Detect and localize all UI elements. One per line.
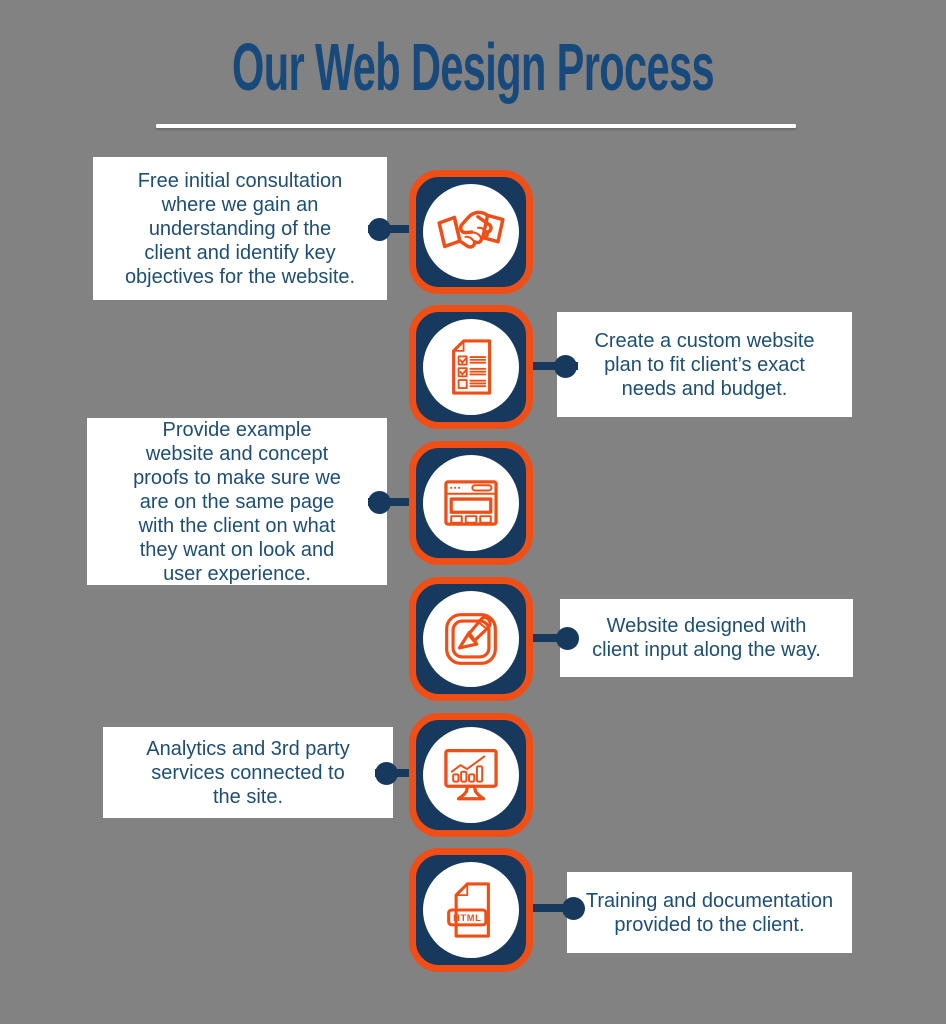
connector-dot <box>375 762 398 785</box>
step-description-box: Free initial consultation where we gain … <box>93 157 387 300</box>
step-description-box: Analytics and 3rd party services connect… <box>103 727 393 818</box>
icon-circle <box>423 319 519 415</box>
connector-line <box>368 225 426 233</box>
step-icon-tile: HTML <box>409 848 533 972</box>
step-description-box: Create a custom website plan to fit clie… <box>557 312 852 417</box>
connector-dot <box>562 897 585 920</box>
connector-line <box>375 769 426 777</box>
icon-circle: HTML <box>423 862 519 958</box>
connector-dot <box>556 627 579 650</box>
handshake-icon <box>437 210 505 249</box>
connector-dot <box>368 491 391 514</box>
connector-dot <box>368 218 391 241</box>
browser-window-icon <box>444 480 498 526</box>
step-description-box: Training and documentation provided to t… <box>567 872 852 953</box>
step-description-box: Provide example website and concept proo… <box>87 418 387 585</box>
step-icon-tile <box>409 577 533 701</box>
title-divider <box>156 124 796 128</box>
connector-line <box>368 498 426 506</box>
connector-line <box>520 634 578 642</box>
step-icon-tile <box>409 441 533 565</box>
step-icon-tile <box>409 713 533 837</box>
page-title: Our Web Design Process <box>232 30 715 105</box>
icon-circle <box>423 591 519 687</box>
connector-line <box>520 362 578 370</box>
step-icon-tile <box>409 170 533 294</box>
html-file-label: HTML <box>453 913 481 923</box>
icon-circle <box>423 727 519 823</box>
connector-line <box>520 904 580 912</box>
connector-dot <box>554 355 577 378</box>
design-pencil-icon <box>445 613 497 665</box>
step-description-box: Website designed with client input along… <box>560 599 853 677</box>
analytics-monitor-icon <box>444 748 498 801</box>
checklist-document-icon <box>452 339 492 395</box>
icon-circle <box>423 184 519 280</box>
step-icon-tile <box>409 305 533 429</box>
html-file-icon: HTML <box>447 882 490 938</box>
icon-circle <box>423 455 519 551</box>
